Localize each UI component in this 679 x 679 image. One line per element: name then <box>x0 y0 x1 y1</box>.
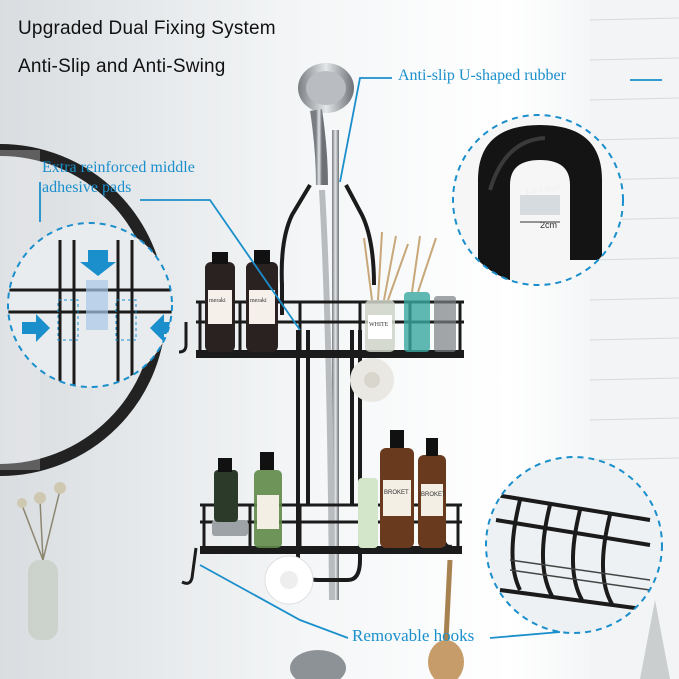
bottle <box>214 470 238 522</box>
bottle <box>358 478 378 548</box>
callout-lines <box>39 77 662 639</box>
u-rubber <box>478 125 602 280</box>
arrow-left-icon <box>150 314 172 342</box>
vase <box>28 560 58 640</box>
reed-diffuser <box>404 292 430 352</box>
width-dimension: 2cm <box>540 220 558 230</box>
shower-hose <box>319 189 335 601</box>
arrow-down-icon <box>80 250 116 276</box>
bottle-label-right2: BROKET <box>421 492 446 498</box>
shower-pipe <box>332 130 339 600</box>
arrow-right-icon <box>22 314 50 342</box>
callout-rubber: Anti-slip U-shaped rubber <box>398 67 566 84</box>
shower-handle <box>310 109 328 186</box>
adhesive-zoom <box>8 223 172 387</box>
headline-line1: Upgraded Dual Fixing System <box>18 18 276 39</box>
cup <box>434 296 456 352</box>
bottle-label-left2: meraki <box>250 298 267 304</box>
faucet <box>290 650 346 679</box>
soap-dish <box>212 520 248 536</box>
callout-adhesive: Extra reinforced middle adhesive pads <box>42 159 195 196</box>
adhesive-pad <box>86 280 108 330</box>
top-bottles <box>205 231 456 352</box>
headline-line2: Anti-Slip and Anti-Swing <box>18 56 226 77</box>
bath-brush <box>428 640 464 679</box>
bottle-label-right1: BROKET <box>384 490 409 496</box>
bottle-label-left1: meraki <box>209 298 226 304</box>
hooks-zoom <box>486 457 662 633</box>
bottom-bottles <box>212 430 446 548</box>
callout-hooks: Removable hooks <box>352 626 475 645</box>
rubber-zoom <box>453 115 623 285</box>
bottle-label-reed: WHITE <box>369 322 389 328</box>
